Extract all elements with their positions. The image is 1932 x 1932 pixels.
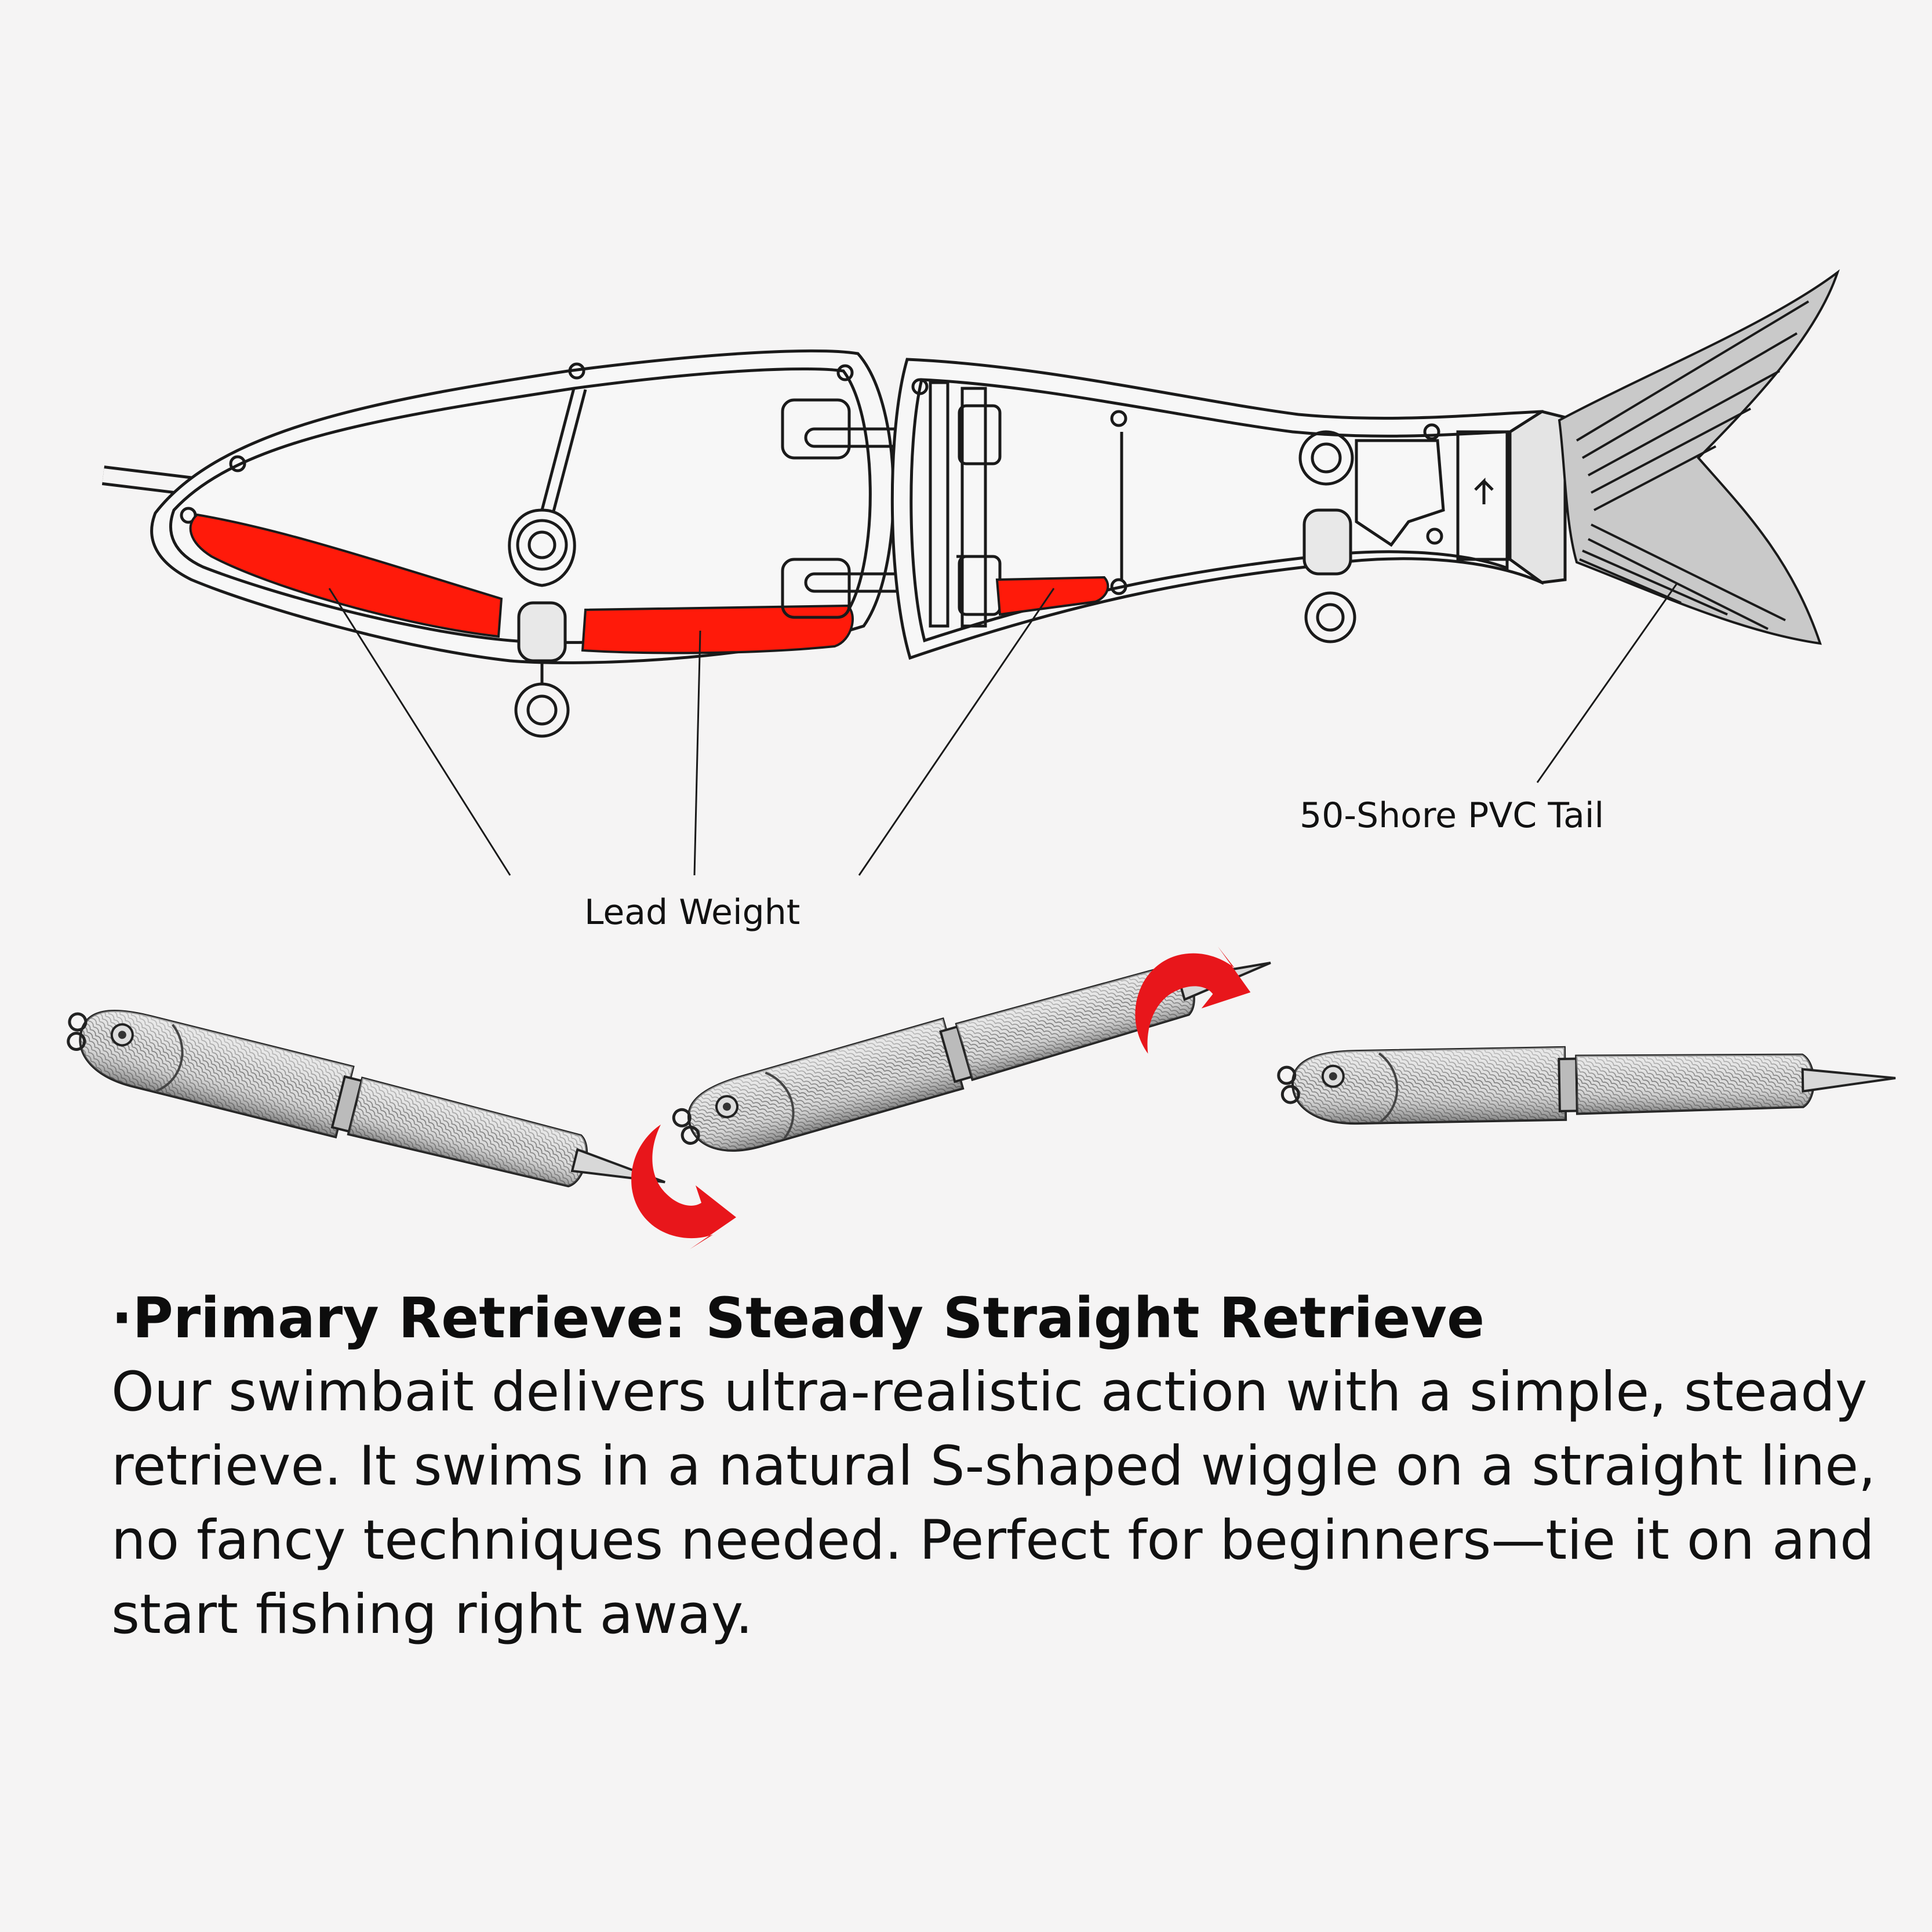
lead-weight-rear [995, 576, 1109, 616]
swimbait-lure-3 [1278, 1042, 1896, 1125]
leader-lines [328, 584, 1678, 876]
swimbait-lure-1 [58, 998, 674, 1217]
lure-cross-section [101, 349, 1567, 738]
section-heading: ·Primary Retrieve: Steady Straight Retri… [111, 1286, 1485, 1351]
description-line: no fancy techniques needed. Perfect for … [111, 1509, 1875, 1572]
lead-weight-front-2 [581, 604, 854, 654]
description-line: Our swimbait delivers ultra-realistic ac… [111, 1360, 1868, 1424]
description-text: Our swimbait delivers ultra-realistic ac… [111, 1355, 1876, 1652]
description-line: start fishing right away. [111, 1583, 753, 1646]
description-block: ·Primary Retrieve: Steady Straight Retri… [111, 1281, 1876, 1652]
lead-weight-front-1 [189, 513, 503, 638]
pvc-tail [1558, 269, 1840, 645]
tail-label: 50-Shore PVC Tail [1300, 795, 1604, 836]
lead-weight-label: Lead Weight [584, 892, 801, 933]
description-line: retrieve. It swims in a natural S-shaped… [111, 1435, 1876, 1498]
